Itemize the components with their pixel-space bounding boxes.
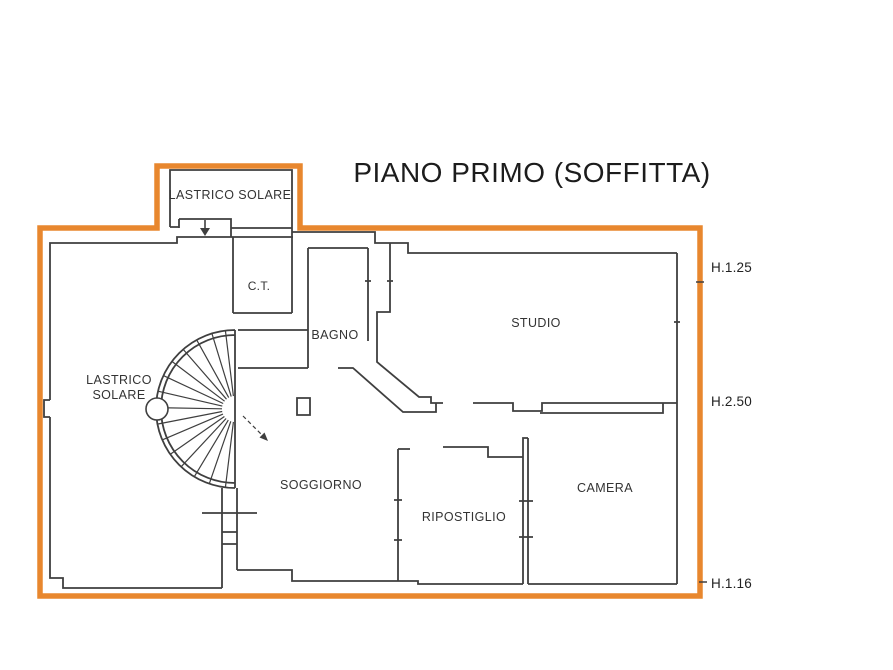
interior-walls bbox=[43, 169, 680, 589]
entrance-arrowhead bbox=[200, 228, 210, 236]
room-label-studio: STUDIO bbox=[511, 316, 561, 330]
room-label-ct: C.T. bbox=[248, 279, 271, 293]
room-label-lastrico-solare-left-line1: LASTRICO bbox=[86, 373, 152, 387]
entrance-arrow-icon bbox=[200, 220, 210, 236]
perimeter-outline bbox=[37, 163, 703, 599]
spiral-staircase bbox=[145, 329, 268, 489]
room-label-ripostiglio: RIPOSTIGLIO bbox=[422, 510, 506, 524]
stair-direction-arrow bbox=[242, 415, 268, 441]
height-annotation-lower: H.1.16 bbox=[711, 576, 752, 591]
room-label-lastrico-solare-left-line2: SOLARE bbox=[92, 388, 145, 402]
height-annotation-middle: H.2.50 bbox=[711, 394, 752, 409]
stair-direction-line bbox=[242, 415, 263, 436]
perimeter-tick-marks bbox=[696, 281, 707, 583]
room-label-camera: CAMERA bbox=[577, 481, 633, 495]
plan-title: PIANO PRIMO (SOFFITTA) bbox=[353, 157, 710, 188]
stair-treads bbox=[155, 330, 234, 488]
room-label-soggiorno: SOGGIORNO bbox=[280, 478, 362, 492]
height-annotation-upper: H.1.25 bbox=[711, 260, 752, 275]
stair-newel-post bbox=[145, 397, 169, 421]
stair-direction-arrowhead bbox=[259, 432, 268, 441]
room-label-lastrico-solare-top: LASTRICO SOLARE bbox=[169, 188, 292, 202]
room-label-bagno: BAGNO bbox=[311, 328, 358, 342]
room-label-lastrico-solare-left: LASTRICO SOLARE bbox=[86, 373, 152, 402]
